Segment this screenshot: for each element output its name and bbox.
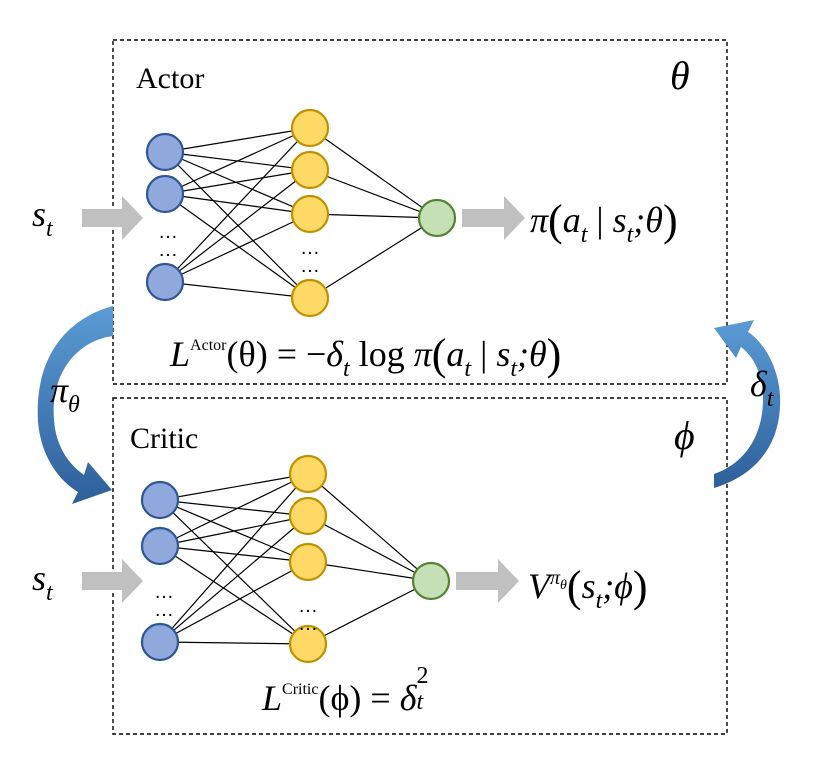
critic-title: Critic: [130, 422, 199, 455]
actor-edges: [164, 127, 438, 299]
critic-hidden-node: [288, 496, 328, 536]
critic-edge: [159, 561, 309, 643]
critic-edge: [159, 473, 309, 547]
actor-hidden-node: [290, 194, 330, 234]
actor-input-node: [145, 132, 185, 172]
actor-output-label: π(at | st;θ): [530, 196, 678, 248]
critic-input-arrow: [82, 559, 143, 603]
critic-input-ellipsis-2: …: [154, 599, 174, 621]
actor-hidden-node: [290, 278, 330, 318]
critic-hidden-node: [288, 542, 328, 582]
critic-output-node: [411, 561, 451, 601]
actor-input-node: [145, 174, 185, 214]
critic-edge: [307, 561, 432, 582]
critic-input-node: [140, 480, 180, 520]
actor-input-ellipsis-2: …: [158, 239, 178, 261]
critic-box: [112, 397, 728, 735]
actor-output-arrow: [462, 196, 525, 240]
actor-edge: [164, 151, 311, 299]
actor-input-ellipsis-1: …: [158, 221, 178, 243]
actor-edge: [164, 151, 311, 215]
critic-input-node: [140, 622, 180, 662]
critic-edge: [159, 515, 309, 547]
actor-edge: [164, 213, 311, 283]
critic-edge: [159, 499, 309, 645]
actor-input-arrow: [82, 196, 143, 240]
actor-edge: [164, 169, 311, 195]
critic-edge: [159, 515, 309, 643]
critic-edge: [159, 545, 309, 563]
left-curved-arrow: [37, 306, 113, 504]
actor-edge: [164, 169, 311, 283]
actor-edge: [309, 217, 438, 299]
critic-edge: [159, 499, 309, 517]
critic-edge: [159, 545, 309, 645]
actor-edge: [164, 281, 311, 299]
critic-edge: [159, 473, 309, 643]
critic-output-label: Vπθ(st;ϕ): [528, 562, 648, 614]
critic-edge: [307, 515, 432, 582]
actor-loss-equation: LActor(θ) = −δt log π(at | st;θ): [170, 330, 562, 382]
critic-edge: [307, 473, 432, 582]
actor-network: [145, 108, 457, 318]
actor-hidden-ellipsis-1: …: [300, 237, 320, 259]
actor-input-node: [145, 262, 185, 302]
critic-output-arrow: [456, 559, 519, 603]
critic-edge: [307, 580, 432, 645]
actor-output-node: [417, 198, 457, 238]
critic-hidden-node: [288, 454, 328, 494]
actor-edge: [309, 127, 438, 219]
actor-hidden-node: [290, 150, 330, 190]
actor-edge: [309, 169, 438, 219]
actor-title: Actor: [136, 62, 205, 95]
actor-edge: [164, 127, 311, 195]
actor-edge: [164, 193, 311, 299]
right-curved-arrow: [714, 320, 781, 488]
critic-edges: [159, 473, 432, 645]
actor-input-label: st: [32, 194, 53, 242]
critic-input-label: st: [32, 558, 53, 606]
actor-hidden-ellipsis-2: …: [300, 255, 320, 277]
critic-hidden-ellipsis-2: …: [298, 613, 318, 635]
critic-hidden-ellipsis-1: …: [298, 595, 318, 617]
left-arrow-label: πθ: [50, 370, 80, 418]
critic-input-ellipsis-1: …: [154, 581, 174, 603]
critic-edge: [159, 641, 309, 645]
actor-edge: [164, 193, 311, 215]
critic-network: [140, 454, 451, 664]
right-arrow-label: δt: [750, 364, 774, 412]
actor-edge: [164, 127, 311, 153]
critic-param-phi: ϕ: [674, 413, 695, 458]
actor-hidden-node: [290, 108, 330, 148]
actor-edge: [164, 127, 311, 283]
actor-param-theta: θ: [670, 53, 690, 98]
critic-hidden-node: [288, 624, 328, 664]
critic-edge: [159, 473, 309, 501]
critic-input-node: [140, 526, 180, 566]
actor-edge: [309, 213, 438, 219]
